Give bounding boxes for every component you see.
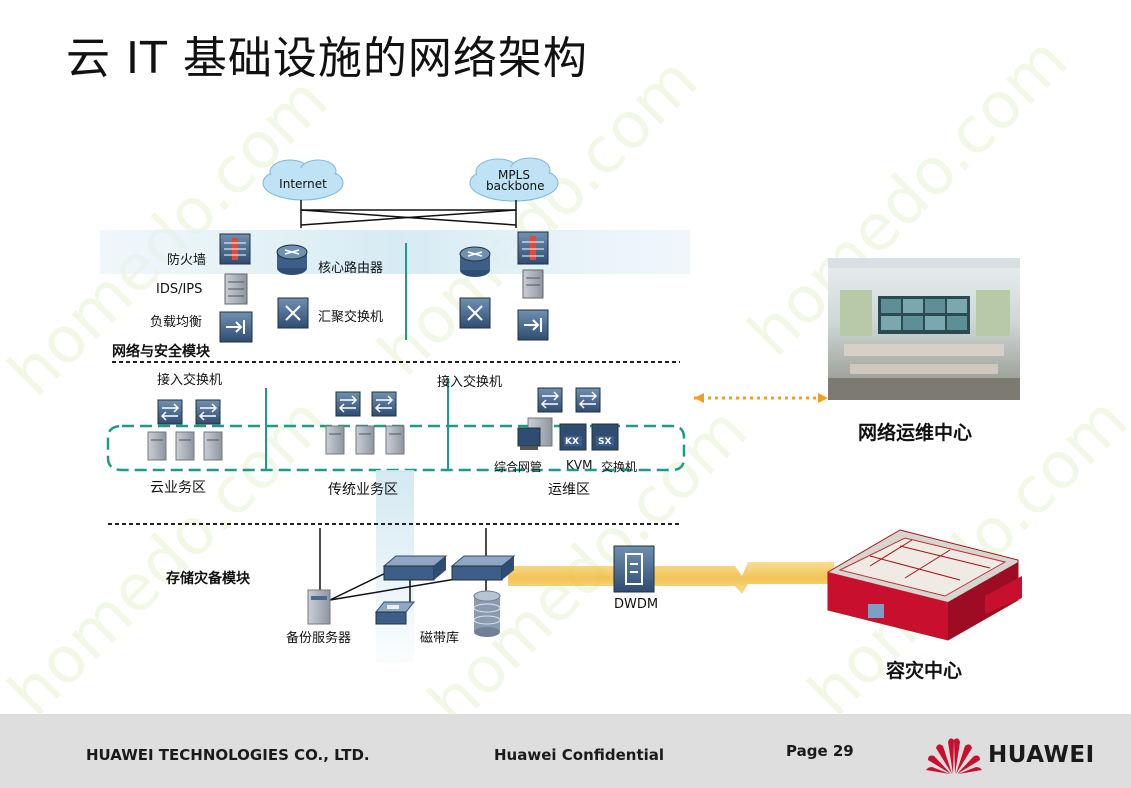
aggregation-switch-icon	[277, 297, 309, 329]
dwdm-device-icon	[613, 545, 655, 593]
huawei-logo-icon	[926, 738, 982, 774]
noc-photo	[828, 258, 1020, 400]
load-balancer-icon	[219, 311, 253, 343]
access-switch-icon	[195, 399, 221, 425]
mpls-cloud-icon	[469, 157, 559, 202]
firewall-icon	[219, 233, 251, 265]
internet-cloud-icon	[262, 159, 344, 201]
kvm-label: KVM	[566, 458, 593, 472]
kvm-icon	[559, 423, 587, 451]
network-band	[100, 230, 690, 274]
storage-links	[319, 528, 487, 604]
firewall-label: 防火墙	[167, 253, 207, 268]
access-switch-icon	[537, 387, 563, 413]
access-switch-icon	[335, 391, 361, 417]
cloud-zone-label: 云业务区	[150, 480, 206, 496]
switch-label: 交换机	[601, 460, 638, 474]
core-router-label: 核心路由器	[318, 261, 384, 276]
aggregation-switch-icon	[459, 297, 491, 329]
net-mgmt-label: 综合网管	[494, 460, 543, 474]
server-icon	[175, 431, 195, 461]
storage-array-icon	[473, 590, 501, 637]
server-icon	[203, 431, 223, 461]
dr-center-building-icon	[827, 529, 1022, 641]
server-icon	[385, 425, 405, 455]
page-number: Page 29	[786, 742, 854, 760]
tape-library-icon	[374, 601, 416, 625]
confidential-label: Huawei Confidential	[494, 746, 665, 764]
management-workstation-icon	[517, 417, 553, 450]
sx-label: SX	[598, 437, 612, 447]
company-name: HUAWEI TECHNOLOGIES CO., LTD.	[86, 746, 370, 764]
access-switch-icon	[157, 399, 183, 425]
aggregation-switch-label: 汇聚交换机	[318, 310, 384, 325]
switch-device-icon	[591, 423, 619, 451]
zone-box	[106, 424, 686, 472]
internet-label: Internet	[279, 177, 327, 191]
wan-links	[300, 200, 517, 228]
backup-server-label: 备份服务器	[286, 631, 352, 646]
mpls-label: MPLS	[498, 168, 530, 182]
mpls-backbone-label: backbone	[486, 179, 545, 193]
fiber-link	[508, 562, 834, 594]
dr-center-label: 容灾中心	[886, 660, 963, 682]
network-diagram	[100, 157, 1022, 662]
access-switch-icon	[575, 387, 601, 413]
storage-switch-icon	[450, 555, 516, 581]
access-switch-icon	[371, 391, 397, 417]
ids-server-icon	[522, 269, 544, 299]
ids-server-icon	[224, 273, 248, 305]
page-title: 云 IT 基础设施的网络架构	[66, 33, 588, 84]
server-icon	[147, 431, 167, 461]
load-balancer-label: 负载均衡	[150, 315, 203, 330]
brand-wordmark: HUAWEI	[988, 742, 1095, 768]
network-module-label: 网络与安全模块	[112, 344, 210, 360]
ids-ips-label: IDS/IPS	[156, 282, 203, 297]
noc-label: 网络运维中心	[858, 422, 973, 444]
tape-library-label: 磁带库	[420, 631, 460, 646]
firewall-icon	[517, 231, 549, 265]
server-icon	[325, 425, 345, 455]
server-icon	[355, 425, 375, 455]
load-balancer-icon	[517, 309, 549, 341]
bidirectional-arrow-icon	[694, 393, 828, 403]
core-router-icon	[276, 244, 308, 275]
backup-server-icon	[307, 589, 331, 625]
dwdm-label: DWDM	[614, 597, 659, 612]
access-switch-label: 接入交换机	[437, 375, 503, 390]
access-switch-label: 接入交换机	[157, 373, 223, 388]
traditional-zone-label: 传统业务区	[328, 482, 398, 498]
core-router-icon	[459, 246, 491, 277]
storage-switch-icon	[382, 555, 448, 581]
kx-label: KX	[565, 437, 579, 447]
ops-zone-label: 运维区	[548, 482, 590, 498]
storage-module-label: 存储灾备模块	[166, 571, 250, 587]
